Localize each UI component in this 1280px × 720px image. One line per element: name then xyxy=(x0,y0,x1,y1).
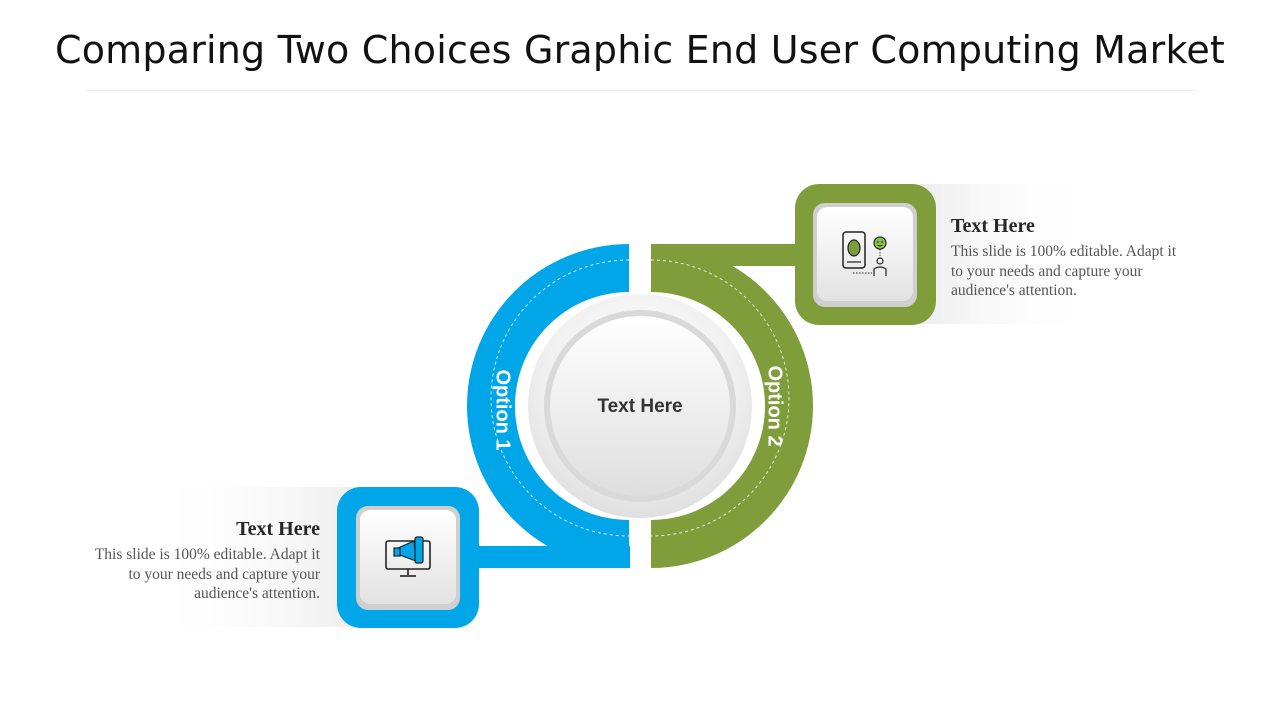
option-2-body: This slide is 100% editable. Adapt it to… xyxy=(951,243,1177,299)
mobile-user-icon xyxy=(842,231,887,276)
megaphone-monitor-icon xyxy=(385,536,431,577)
title-divider xyxy=(86,90,1196,91)
option-2-connector xyxy=(651,244,799,266)
option-2-label: Option 2 xyxy=(764,365,786,446)
option-2-heading: Text Here xyxy=(951,215,1035,237)
option-2-shadow-panel xyxy=(920,184,1090,324)
center-disc-inner[interactable] xyxy=(550,316,730,496)
option-1-body: This slide is 100% editable. Adapt it to… xyxy=(94,546,320,602)
option-1-half-ring[interactable] xyxy=(467,244,629,568)
option-1-label: Option 1 xyxy=(492,369,514,450)
page-title: Comparing Two Choices Graphic End User C… xyxy=(54,28,1226,72)
option-1-description: Text Here This slide is 100% editable. A… xyxy=(80,518,320,604)
option-1-shadow-panel xyxy=(150,487,360,627)
center-label: Text Here xyxy=(597,396,682,417)
option-2-half-ring[interactable] xyxy=(651,244,813,568)
option-1-connector xyxy=(478,546,630,568)
option-1-dashed-arc xyxy=(490,259,630,537)
option-1-heading: Text Here xyxy=(236,518,320,540)
option-2-description: Text Here This slide is 100% editable. A… xyxy=(951,215,1191,301)
option-2-dashed-arc xyxy=(650,259,790,537)
